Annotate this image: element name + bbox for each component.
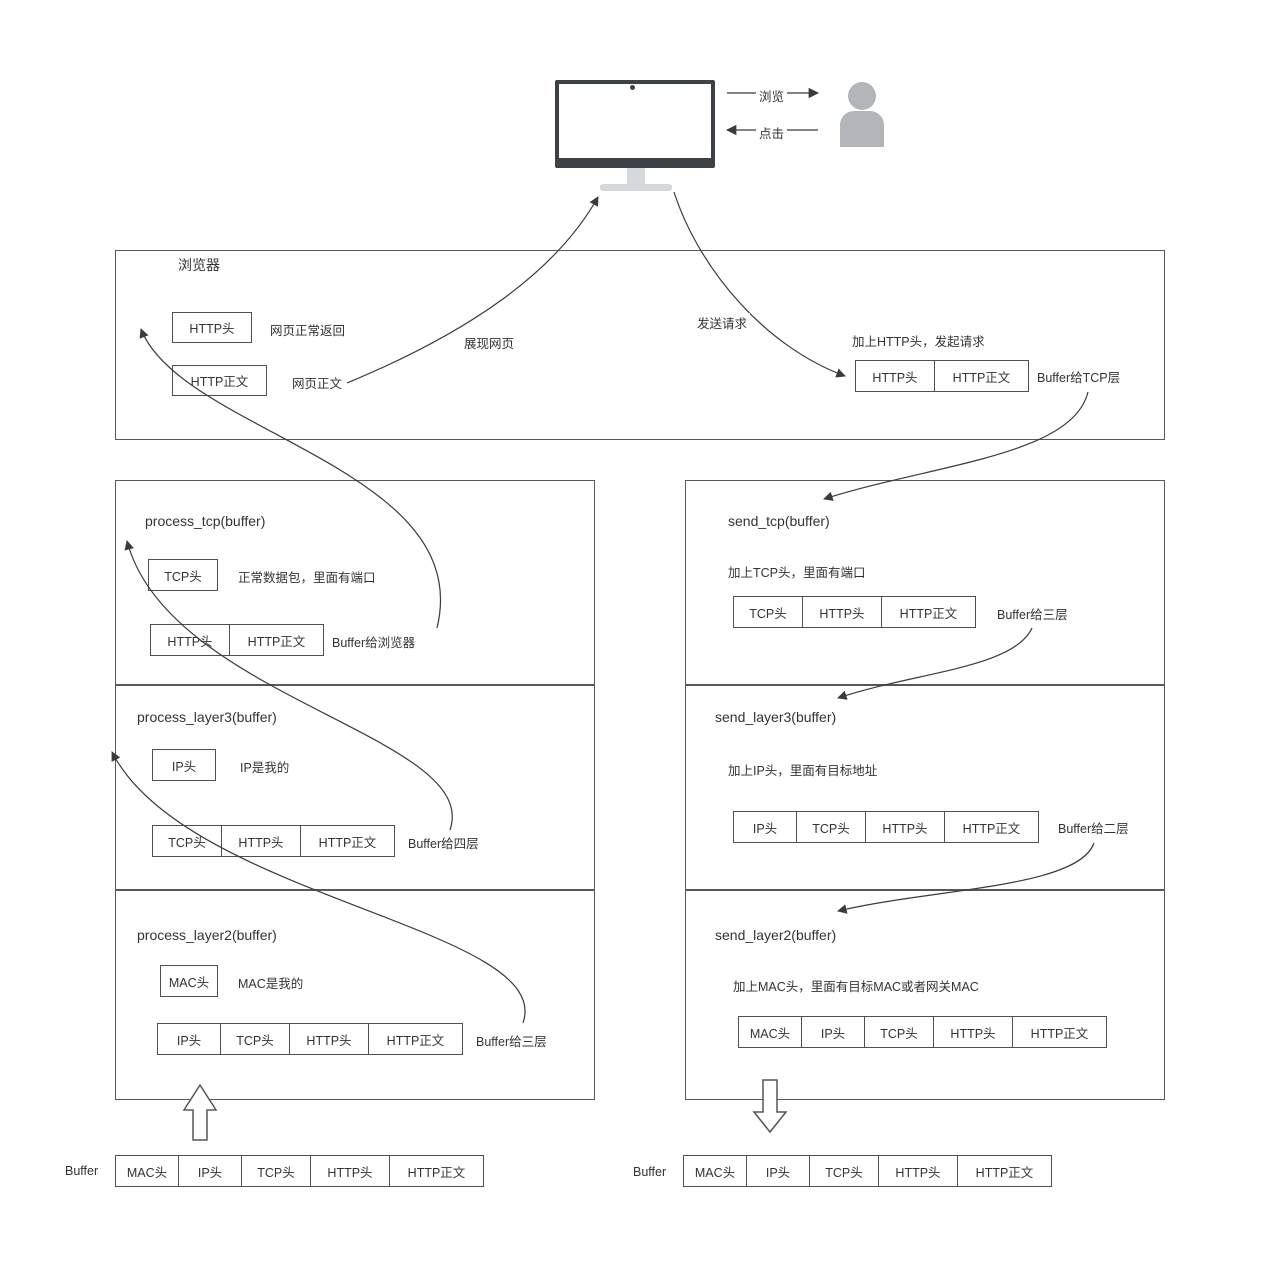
monitor-camera-dot: [630, 85, 635, 90]
send-tcp-out-label: Buffer给三层: [997, 608, 1068, 622]
buffer-cell: HTTP正文: [881, 596, 976, 628]
buffer-cell: HTTP正文: [957, 1155, 1052, 1187]
monitor-stand-neck: [627, 168, 645, 184]
buffer-cell: IP头: [157, 1023, 221, 1055]
person-head: [848, 82, 876, 110]
buffer-cell: HTTP头: [855, 360, 935, 392]
request-out-label: Buffer给TCP层: [1037, 371, 1121, 385]
buffer-cell: TCP头: [864, 1016, 934, 1048]
request-note: 加上HTTP头，发起请求: [852, 335, 985, 349]
right-buffer-label: Buffer: [633, 1165, 667, 1179]
process-tcp-out-label: Buffer给浏览器: [332, 636, 416, 650]
buffer-cell: HTTP头: [289, 1023, 369, 1055]
process-tcp-buffer-box: HTTP头 HTTP正文: [150, 624, 324, 656]
mac-head-box: MAC头: [160, 965, 218, 997]
send-layer2-title: send_layer2(buffer): [715, 927, 837, 943]
buffer-cell: HTTP正文: [1012, 1016, 1107, 1048]
send-tcp-section: [685, 480, 1165, 685]
send-layer3-title: send_layer3(buffer): [715, 709, 837, 725]
process-layer3-out-label: Buffer给四层: [408, 837, 479, 851]
process-layer3-title: process_layer3(buffer): [137, 709, 277, 725]
http-body-note: 网页正文: [292, 377, 343, 391]
send-tcp-buffer-box: TCP头 HTTP头 HTTP正文: [733, 596, 976, 628]
buffer-cell: HTTP正文: [300, 825, 395, 857]
buffer-cell: IP头: [801, 1016, 865, 1048]
browse-arrow-label: 浏览: [756, 86, 788, 105]
buffer-cell: HTTP头: [802, 596, 882, 628]
send-layer2-note: 加上MAC头，里面有目标MAC或者网关MAC: [733, 980, 979, 994]
buffer-cell: TCP头: [796, 811, 866, 843]
mac-head-note: MAC是我的: [238, 977, 304, 991]
monitor-icon: [555, 80, 715, 168]
process-layer3-buffer-box: TCP头 HTTP头 HTTP正文: [152, 825, 395, 857]
send-layer3-out-label: Buffer给二层: [1058, 822, 1129, 836]
ip-head-box: IP头: [152, 749, 216, 781]
send-tcp-title: send_tcp(buffer): [728, 513, 830, 529]
send-layer3-buffer-box: IP头 TCP头 HTTP头 HTTP正文: [733, 811, 1039, 843]
buffer-cell: IP头: [746, 1155, 810, 1187]
send-tcp-note: 加上TCP头，里面有端口: [728, 566, 866, 580]
buffer-cell: HTTP正文: [229, 624, 324, 656]
buffer-cell: IP头: [178, 1155, 242, 1187]
buffer-cell: HTTP头: [310, 1155, 390, 1187]
send-layer3-note: 加上IP头，里面有目标地址: [728, 764, 878, 778]
person-body: [840, 111, 884, 147]
buffer-cell: HTTP头: [865, 811, 945, 843]
ip-head-note: IP是我的: [240, 761, 290, 775]
process-layer2-out-label: Buffer给三层: [476, 1035, 547, 1049]
tcp-head-note: 正常数据包，里面有端口: [238, 571, 376, 585]
process-tcp-title: process_tcp(buffer): [145, 513, 266, 529]
browser-panel: [115, 250, 1165, 440]
send-request-label: 发送请求: [694, 313, 751, 332]
buffer-cell: TCP头: [809, 1155, 879, 1187]
http-head-box: HTTP头: [172, 312, 252, 343]
buffer-cell: HTTP头: [933, 1016, 1013, 1048]
buffer-cell: HTTP头: [878, 1155, 958, 1187]
send-layer2-section: [685, 890, 1165, 1100]
left-buffer-box: MAC头 IP头 TCP头 HTTP头 HTTP正文: [115, 1155, 484, 1187]
click-arrow-label: 点击: [756, 123, 788, 142]
person-icon: [840, 82, 884, 147]
http-head-note: 网页正常返回: [270, 324, 346, 338]
render-page-label: 展现网页: [461, 333, 518, 352]
buffer-cell: IP头: [733, 811, 797, 843]
left-buffer-label: Buffer: [65, 1164, 99, 1178]
buffer-cell: HTTP正文: [368, 1023, 463, 1055]
buffer-cell: HTTP正文: [944, 811, 1039, 843]
buffer-cell: TCP头: [220, 1023, 290, 1055]
buffer-cell: HTTP头: [221, 825, 301, 857]
process-layer2-buffer-box: IP头 TCP头 HTTP头 HTTP正文: [157, 1023, 463, 1055]
browser-request-buffer-box: HTTP头 HTTP正文: [855, 360, 1029, 392]
send-layer2-buffer-box: MAC头 IP头 TCP头 HTTP头 HTTP正文: [738, 1016, 1107, 1048]
buffer-cell: MAC头: [738, 1016, 802, 1048]
browser-title: 浏览器: [178, 257, 220, 273]
buffer-cell: TCP头: [241, 1155, 311, 1187]
buffer-cell: HTTP头: [150, 624, 230, 656]
buffer-cell: HTTP正文: [934, 360, 1029, 392]
buffer-cell: TCP头: [733, 596, 803, 628]
buffer-cell: MAC头: [115, 1155, 179, 1187]
http-body-box: HTTP正文: [172, 365, 267, 396]
buffer-cell: TCP头: [152, 825, 222, 857]
buffer-cell: HTTP正文: [389, 1155, 484, 1187]
monitor-stand-base: [600, 184, 672, 191]
process-layer2-title: process_layer2(buffer): [137, 927, 277, 943]
buffer-cell: MAC头: [683, 1155, 747, 1187]
tcp-head-box: TCP头: [148, 559, 218, 591]
right-buffer-box: MAC头 IP头 TCP头 HTTP头 HTTP正文: [683, 1155, 1052, 1187]
